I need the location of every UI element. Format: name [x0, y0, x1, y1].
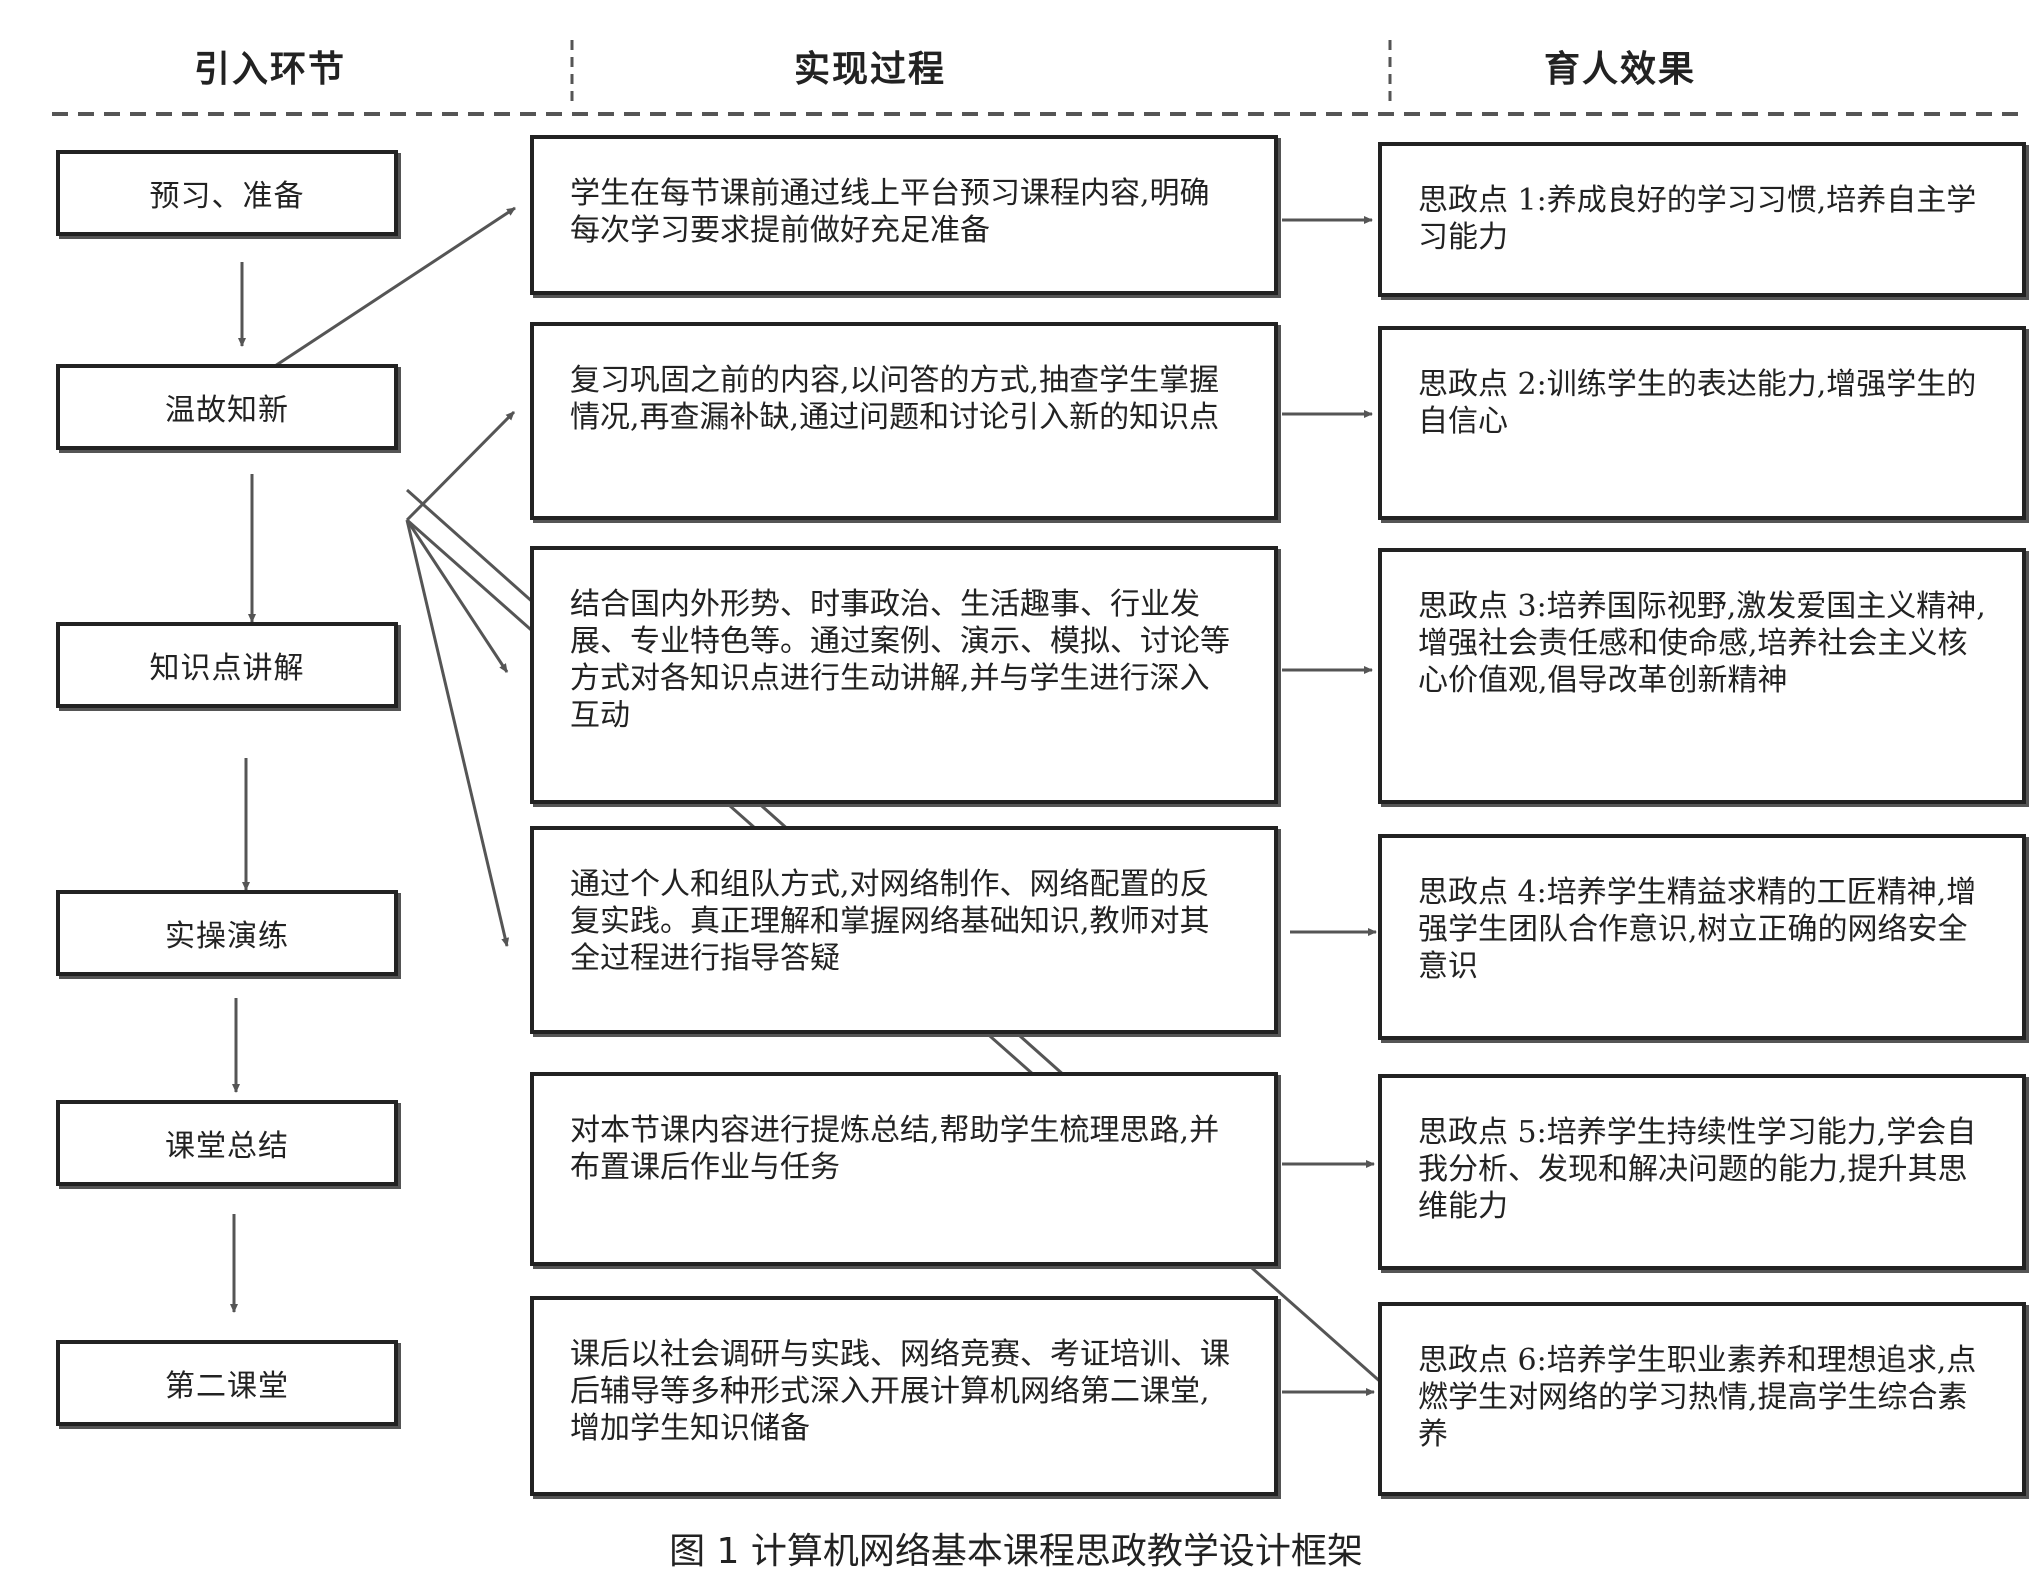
figure-caption: 图 1 计算机网络基本课程思政教学设计框架 [669, 1531, 1363, 1572]
arrow-stage-to-process-2 [405, 410, 516, 522]
stage-label: 课堂总结 [165, 1129, 289, 1164]
process-text: 课后以社会调研与实践、网络竞赛、考证培训、课后辅导等多种形式深入开展计算机网络第… [570, 1337, 1230, 1446]
effect-text: 思政点 3:培养国际视野,激发爱国主义精神,增强社会责任感和使命感,培养社会主义… [1418, 589, 1986, 698]
stage-box-review: 温故知新 [56, 364, 398, 450]
effect-box-5: 思政点 5:培养学生持续性学习能力,学会自我分析、发现和解决问题的能力,提升其思… [1378, 1074, 2026, 1270]
process-box-4: 通过个人和组队方式,对网络制作、网络配置的反复实践。真正理解和掌握网络基础知识,… [530, 826, 1278, 1034]
header-stage: 引入环节 [193, 49, 346, 90]
effect-text: 思政点 2:训练学生的表达能力,增强学生的自信心 [1418, 367, 1977, 439]
effect-text: 思政点 1:养成良好的学习习惯,培养自主学习能力 [1418, 183, 1977, 255]
process-text: 学生在每节课前通过线上平台预习课程内容,明确每次学习要求提前做好充足准备 [570, 176, 1210, 248]
stage-box-practice: 实操演练 [56, 890, 398, 976]
stage-box-preview: 预习、准备 [56, 150, 398, 236]
arrow-stage-to-process-4 [405, 519, 510, 947]
process-text: 通过个人和组队方式,对网络制作、网络配置的反复实践。真正理解和掌握网络基础知识,… [570, 867, 1210, 976]
process-box-5: 对本节课内容进行提炼总结,帮助学生梳理思路,并布置课后作业与任务 [530, 1072, 1278, 1266]
header-process: 实现过程 [793, 49, 946, 90]
arrow-stage-to-process-3 [405, 519, 509, 673]
effect-box-4: 思政点 4:培养学生精益求精的工匠精神,增强学生团队合作意识,树立正确的网络安全… [1378, 834, 2026, 1040]
stage-label: 预习、准备 [149, 179, 305, 214]
stage-label: 温故知新 [165, 393, 289, 428]
stage-label: 实操演练 [165, 919, 289, 954]
effect-box-2: 思政点 2:训练学生的表达能力,增强学生的自信心 [1378, 326, 2026, 520]
effect-box-6: 思政点 6:培养学生职业素养和理想追求,点燃学生对网络的学习热情,提高学生综合素… [1378, 1302, 2026, 1496]
process-box-1: 学生在每节课前通过线上平台预习课程内容,明确每次学习要求提前做好充足准备 [530, 135, 1278, 295]
effect-text: 思政点 5:培养学生持续性学习能力,学会自我分析、发现和解决问题的能力,提升其思… [1418, 1115, 1977, 1224]
effect-text: 思政点 6:培养学生职业素养和理想追求,点燃学生对网络的学习热情,提高学生综合素… [1418, 1343, 1977, 1452]
stage-label: 知识点讲解 [149, 651, 305, 686]
effect-box-1: 思政点 1:养成良好的学习习惯,培养自主学习能力 [1378, 142, 2026, 297]
stage-box-lecture: 知识点讲解 [56, 622, 398, 708]
effect-text: 思政点 4:培养学生精益求精的工匠精神,增强学生团队合作意识,树立正确的网络安全… [1418, 875, 1977, 984]
process-box-6: 课后以社会调研与实践、网络竞赛、考证培训、课后辅导等多种形式深入开展计算机网络第… [530, 1296, 1278, 1496]
effect-box-3: 思政点 3:培养国际视野,激发爱国主义精神,增强社会责任感和使命感,培养社会主义… [1378, 548, 2026, 804]
process-box-3: 结合国内外形势、时事政治、生活趣事、行业发展、专业特色等。通过案例、演示、模拟、… [530, 546, 1278, 804]
header-effect: 育人效果 [1543, 49, 1696, 90]
stage-box-second-classroom: 第二课堂 [56, 1340, 398, 1426]
stage-label: 第二课堂 [165, 1369, 289, 1404]
stage-box-summary: 课堂总结 [56, 1100, 398, 1186]
process-text: 复习巩固之前的内容,以问答的方式,抽查学生掌握情况,再查漏补缺,通过问题和讨论引… [570, 363, 1220, 435]
process-box-2: 复习巩固之前的内容,以问答的方式,抽查学生掌握情况,再查漏补缺,通过问题和讨论引… [530, 322, 1278, 520]
process-text: 结合国内外形势、时事政治、生活趣事、行业发展、专业特色等。通过案例、演示、模拟、… [570, 587, 1230, 733]
process-text: 对本节课内容进行提炼总结,帮助学生梳理思路,并布置课后作业与任务 [570, 1113, 1220, 1185]
